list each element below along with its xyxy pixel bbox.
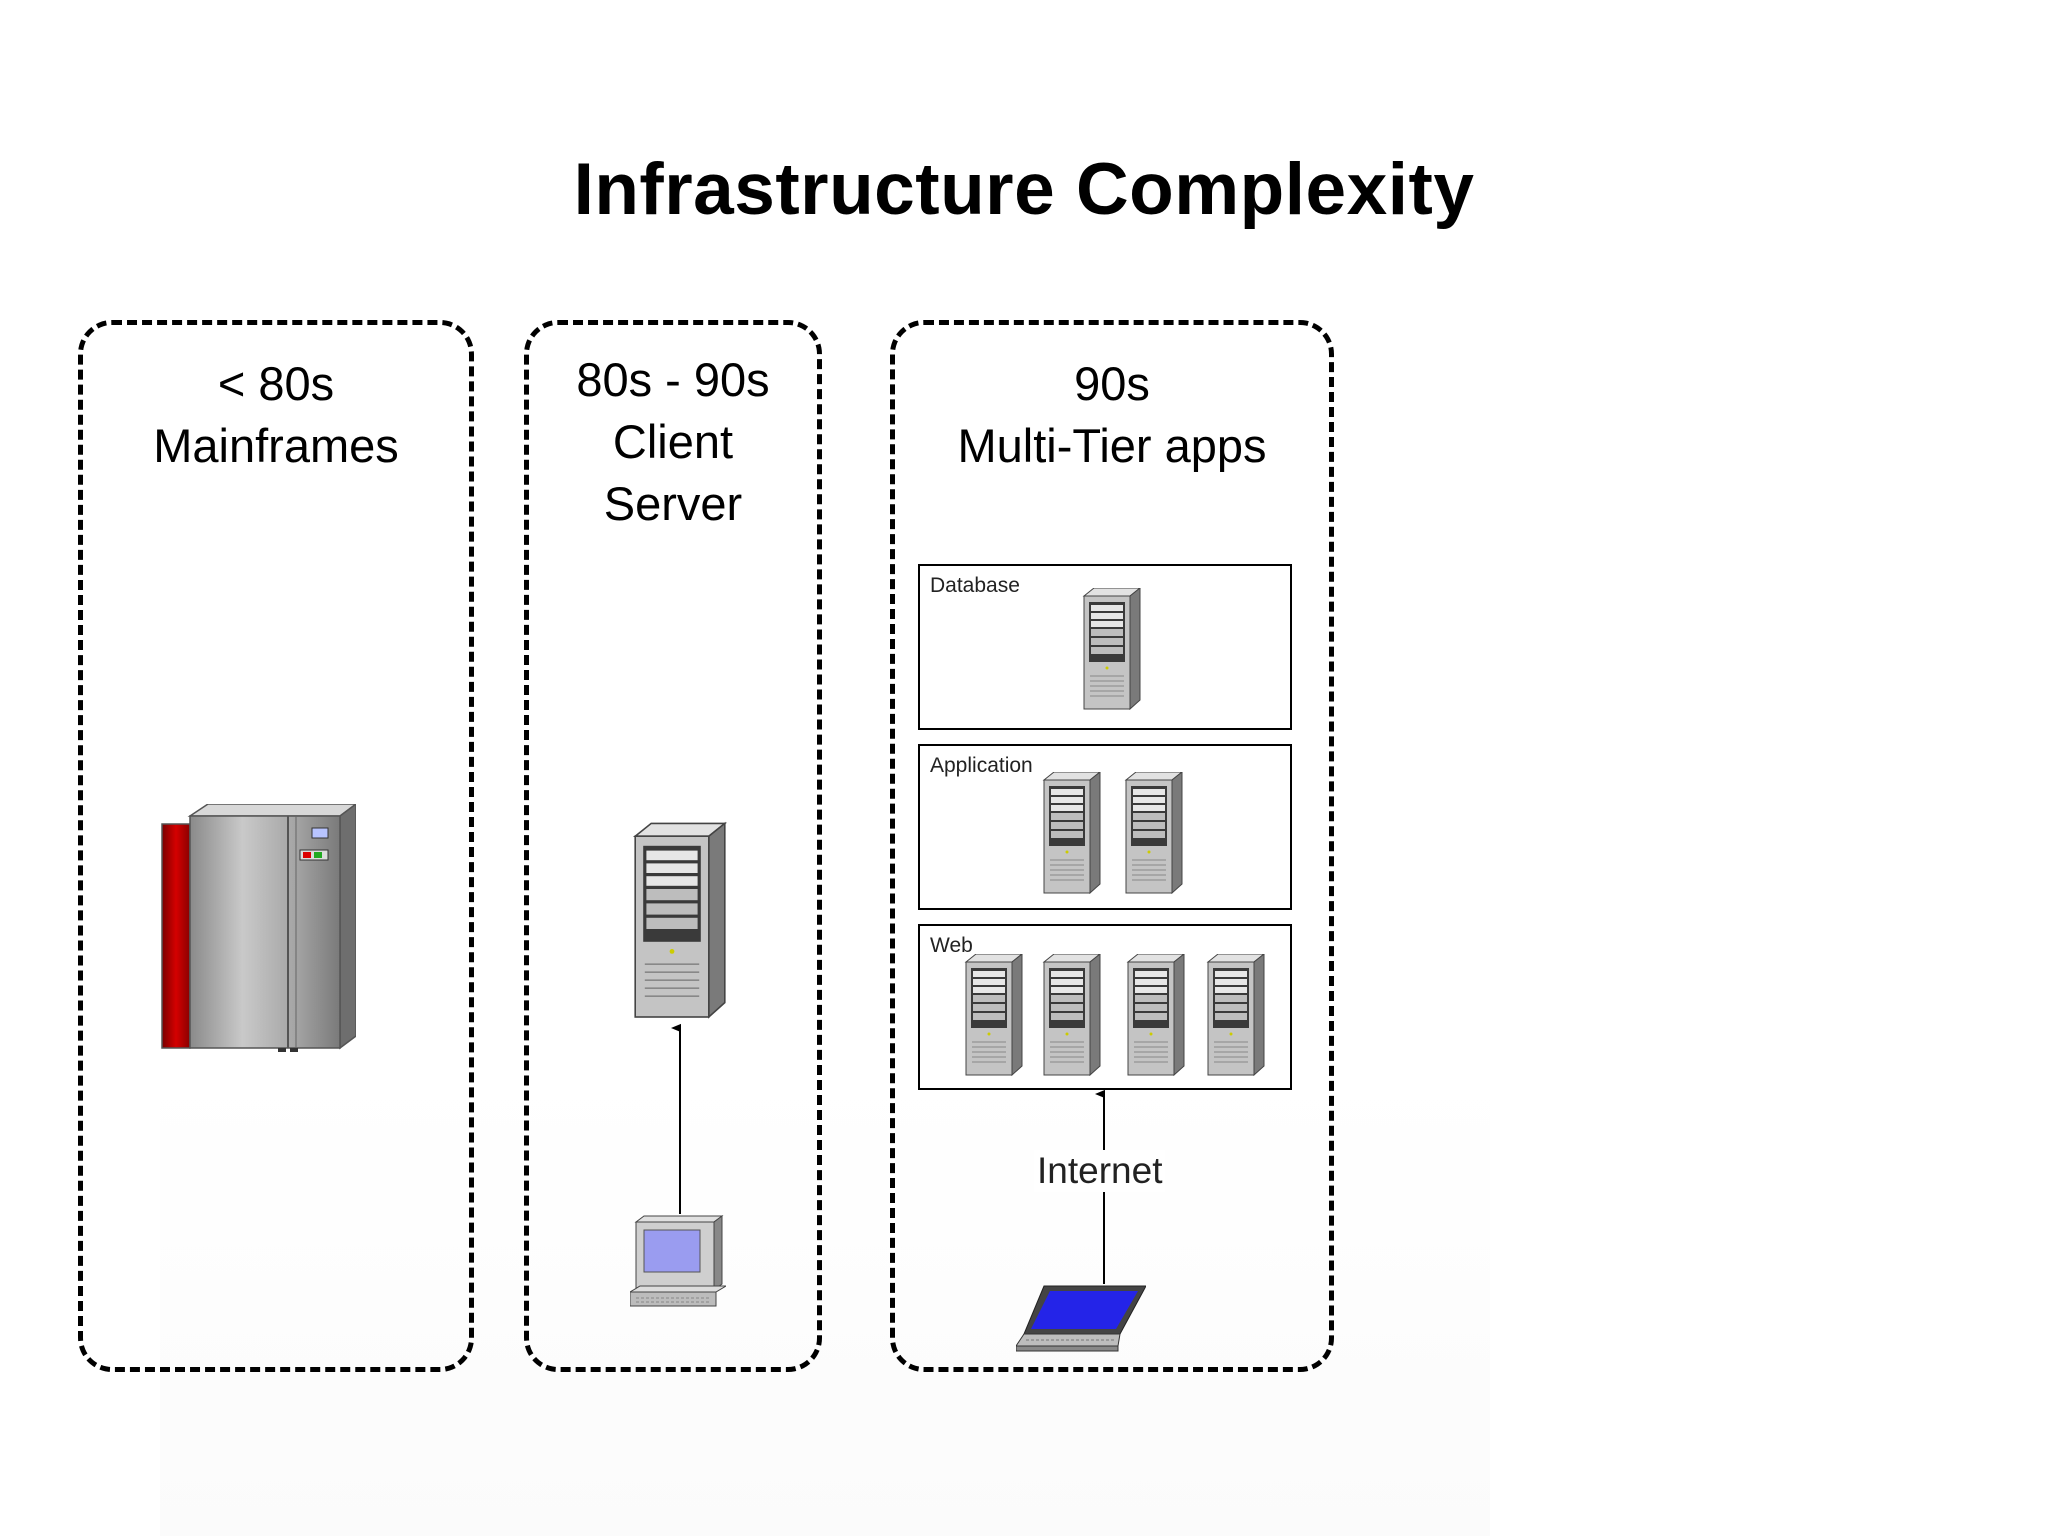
server-icon bbox=[1206, 954, 1266, 1076]
server-icon bbox=[1124, 772, 1184, 894]
server-icon bbox=[1042, 772, 1102, 894]
tier-web: Web bbox=[918, 924, 1292, 1090]
server-icon bbox=[964, 954, 1024, 1076]
panel-mainframes: < 80s Mainframes bbox=[78, 320, 474, 1372]
background-shade bbox=[160, 1070, 1490, 1536]
tier-database: Database bbox=[918, 564, 1292, 730]
era-label: 90s bbox=[1074, 357, 1150, 410]
era-name: Multi-Tier apps bbox=[957, 419, 1267, 472]
laptop-icon bbox=[1016, 1284, 1146, 1352]
era-name: Server bbox=[603, 477, 743, 530]
era-label: < 80s bbox=[217, 357, 335, 410]
slide-title: Infrastructure Complexity bbox=[573, 149, 1475, 230]
server-icon bbox=[632, 818, 728, 1024]
tier-application: Application bbox=[918, 744, 1292, 910]
panel-heading: 80s - 90s Client Server bbox=[529, 349, 817, 535]
panel-client-server: 80s - 90s Client Server bbox=[524, 320, 822, 1372]
tier-label: Web bbox=[930, 934, 973, 957]
panel-heading: < 80s Mainframes bbox=[83, 353, 469, 477]
era-name: Client bbox=[612, 415, 734, 468]
server-icon bbox=[1082, 588, 1142, 710]
panel-multi-tier: 90s Multi-Tier apps bbox=[890, 320, 1334, 1372]
mainframe-icon bbox=[160, 804, 356, 1054]
tier-label: Application bbox=[930, 754, 1033, 777]
server-icon bbox=[1042, 954, 1102, 1076]
tier-label: Database bbox=[930, 574, 1020, 597]
era-name: Mainframes bbox=[153, 419, 399, 472]
era-label: 80s - 90s bbox=[576, 353, 770, 406]
panel-heading: 90s Multi-Tier apps bbox=[895, 353, 1329, 477]
server-icon bbox=[1126, 954, 1186, 1076]
internet-label: Internet bbox=[1034, 1150, 1166, 1192]
desktop-computer-icon bbox=[630, 1214, 726, 1310]
